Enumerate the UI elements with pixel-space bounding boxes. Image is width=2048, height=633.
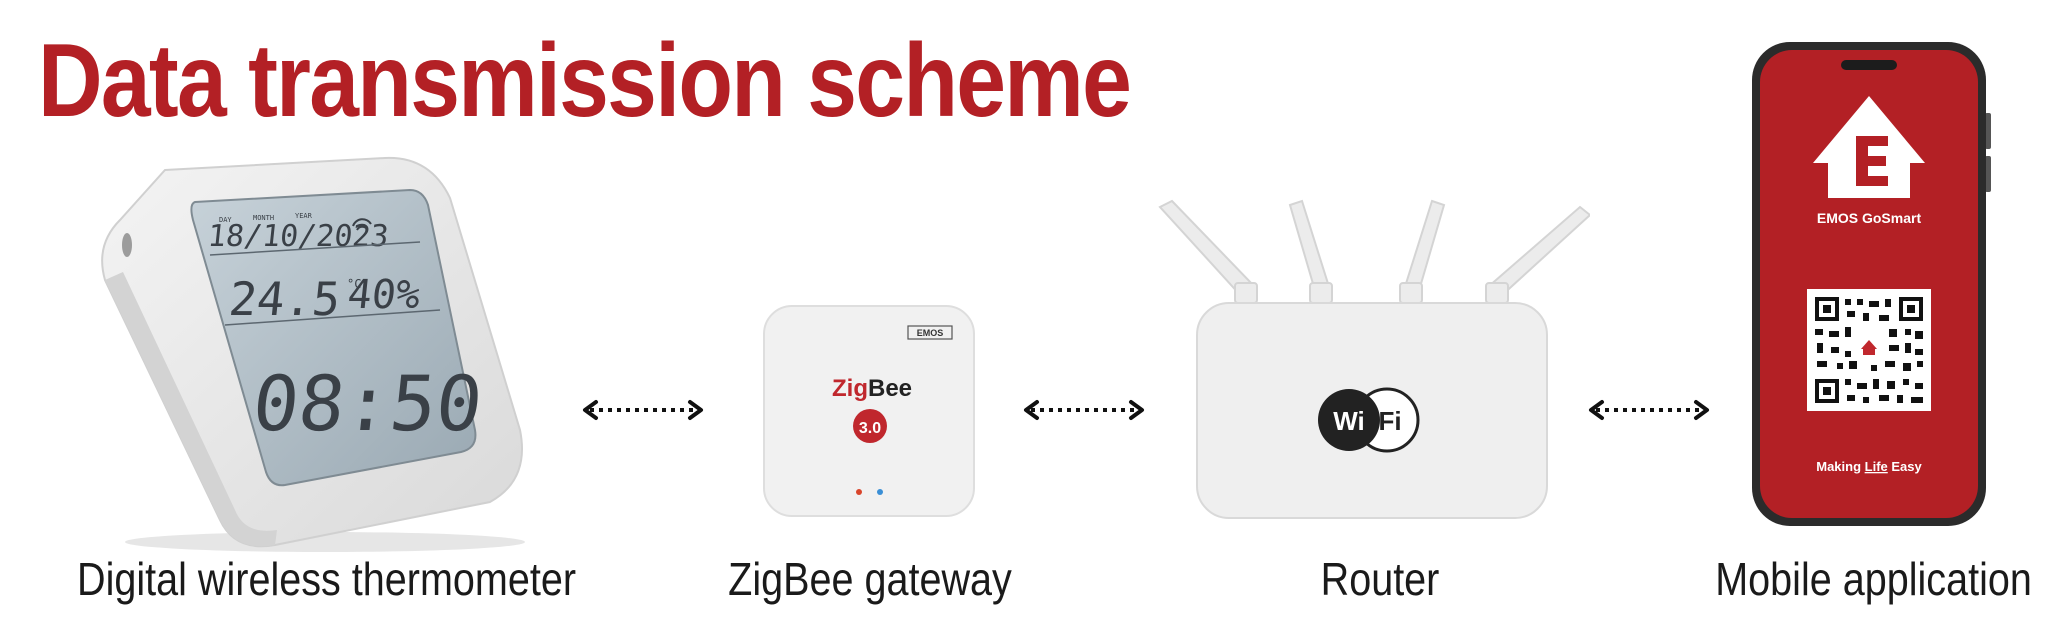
house-logo-icon — [1813, 96, 1925, 198]
lcd-time: 08:50 — [249, 359, 487, 448]
thermometer-device: DAY MONTH YEAR 18/10/2023 24.5 °C 40% 08… — [101, 156, 525, 552]
gateway-led-red — [856, 489, 862, 495]
thermometer-label: Digital wireless thermometer — [77, 553, 577, 605]
lcd-humidity: 40% — [345, 272, 422, 318]
wifi-badge-icon: Wi Fi — [1318, 387, 1420, 453]
router-label: Router — [1320, 553, 1440, 605]
app-name-text: EMOS GoSmart — [1817, 210, 1922, 226]
router-antenna — [1288, 199, 1332, 296]
gateway-zig-text: Zig — [832, 375, 868, 402]
lcd-day-label: DAY — [219, 216, 232, 224]
lcd-month-label: MONTH — [253, 214, 274, 222]
router-device: Wi Fi — [1158, 199, 1590, 519]
gateway-version-badge: 3.0 — [859, 420, 881, 437]
lcd-temperature: 24.5 — [227, 272, 343, 326]
lcd-wifi-icon — [352, 218, 372, 231]
lcd-temperature-unit: °C — [347, 277, 361, 291]
qr-code-icon — [1807, 289, 1931, 411]
lcd-date: 18/10/2023 — [206, 219, 390, 254]
wifi-badge-fi: Fi — [1378, 406, 1401, 436]
phone-label: Mobile application — [1715, 553, 2032, 605]
slogan-text: Making Life Easy — [1816, 459, 1922, 474]
wifi-badge-wi: Wi — [1333, 406, 1365, 436]
slogan-life: Life — [1865, 459, 1888, 474]
page-title: Data transmission scheme — [38, 23, 1132, 139]
router-antenna — [1402, 199, 1446, 296]
dotted-double-arrow-icon — [583, 400, 703, 420]
lcd-year-label: YEAR — [295, 212, 313, 220]
dotted-double-arrow-icon — [1589, 400, 1709, 420]
dotted-double-arrow-icon — [1024, 400, 1144, 420]
smartphone-device: EMOS GoSmart Making Life Easy — [1752, 42, 1991, 526]
gateway-led-blue — [877, 489, 883, 495]
gateway-label: ZigBee gateway — [728, 553, 1012, 605]
zigbee-gateway-device: EMOS Zig Bee 3.0 — [763, 305, 975, 517]
gateway-bee-text: Bee — [868, 375, 912, 402]
gateway-brand-label: EMOS — [917, 328, 944, 338]
